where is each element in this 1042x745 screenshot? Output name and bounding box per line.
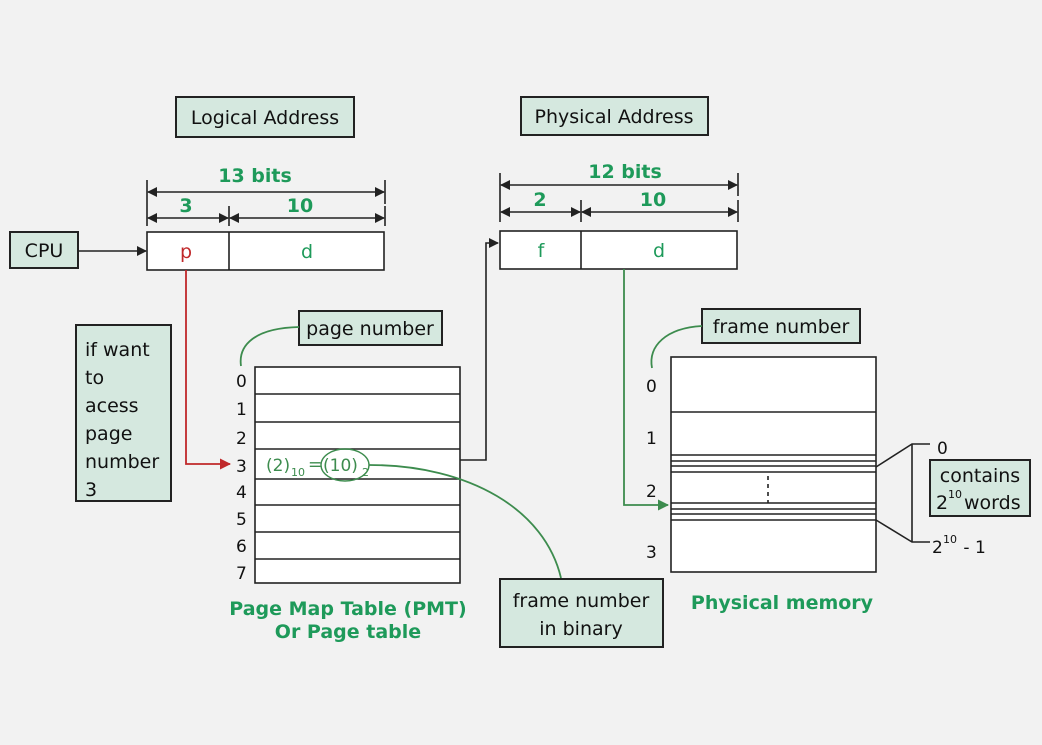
physical-f-field: f <box>538 240 546 262</box>
note-box <box>75 324 172 502</box>
range-end-exp: 10 <box>943 533 957 546</box>
page-row-number: 4 <box>236 483 247 503</box>
frame-number-callout-curve <box>650 325 703 369</box>
frame-binary-box <box>499 578 664 648</box>
range-start: 0 <box>937 439 948 459</box>
cpu-box <box>9 231 79 269</box>
binary-callout-curve <box>368 464 562 579</box>
page-table-caption-line1: Page Map Table (PMT) <box>229 598 466 620</box>
page-row-number: 0 <box>236 372 247 392</box>
logical-address-title-box <box>175 96 355 138</box>
page-row-number: 2 <box>236 429 247 449</box>
physical-d-field: d <box>653 240 665 262</box>
frame-number: 3 <box>646 543 657 563</box>
frame-number: 1 <box>646 429 657 449</box>
page-table <box>254 366 461 584</box>
page-number-callout: page number <box>306 318 434 340</box>
frame-number: 0 <box>646 377 657 397</box>
physical-memory <box>670 356 877 573</box>
frame-binary-line2: in binary <box>539 618 622 640</box>
range-bracket-top <box>875 443 930 468</box>
contains-exp: 10 <box>948 488 962 501</box>
entry-right-base: (10) <box>323 456 358 476</box>
contains-line1: contains <box>940 465 1020 487</box>
physical-f-bits: 2 <box>533 189 546 211</box>
note-line-4: page <box>85 423 132 445</box>
entry-right-sub: 2 <box>362 466 369 479</box>
logical-d-bits: 10 <box>287 195 313 217</box>
page-table-entry: (2) 10 = (10) 2 <box>266 448 370 482</box>
logical-address-register <box>146 231 385 271</box>
entry-left-sub: 10 <box>291 466 305 479</box>
logical-p-bits: 3 <box>179 195 192 217</box>
logical-address-title: Logical Address <box>191 107 339 129</box>
note-line-5: number <box>85 451 159 473</box>
page-row-number: 6 <box>236 537 247 557</box>
page-row-number: 1 <box>236 400 247 420</box>
entry-equals: = <box>308 455 322 475</box>
range-bracket-bottom <box>875 519 930 543</box>
page-row-number: 5 <box>236 510 247 530</box>
cpu-label: CPU <box>25 240 64 262</box>
logical-p-field: p <box>180 241 192 263</box>
physical-address-title-box <box>520 96 709 136</box>
physical-memory-caption: Physical memory <box>691 592 874 614</box>
frame-number: 2 <box>646 482 657 502</box>
range-end-base: 2 <box>932 538 943 558</box>
note-line-3: acess <box>85 395 139 417</box>
note-line-6: 3 <box>85 479 97 501</box>
page-row-number: 7 <box>236 564 247 584</box>
frame-binary-line1: frame number <box>513 590 650 612</box>
contains-suffix: words <box>964 492 1021 514</box>
physical-total-bits: 12 bits <box>588 161 662 183</box>
physical-address-title: Physical Address <box>535 106 694 128</box>
note-line-2: to <box>85 367 104 389</box>
logical-total-bits: 13 bits <box>218 165 292 187</box>
range-end-suffix: - 1 <box>958 538 986 558</box>
page-table-caption-line2: Or Page table <box>275 621 421 643</box>
page-table-to-frame-arrow <box>460 238 499 461</box>
physical-address-register <box>499 230 738 270</box>
frame-number-callout: frame number <box>713 316 850 338</box>
page-row-number: 3 <box>236 457 247 477</box>
page-number-callout-box <box>298 310 443 346</box>
logical-d-field: d <box>301 241 313 263</box>
contains-box <box>929 459 1031 517</box>
page-number-callout-curve <box>239 326 300 367</box>
physical-d-bits: 10 <box>640 189 666 211</box>
note-line-1: if want <box>85 339 150 361</box>
contains-base: 2 <box>936 492 948 514</box>
offset-to-frame-arrow <box>623 269 669 511</box>
entry-left-base: (2) <box>266 456 290 476</box>
page-number-red-arrow <box>185 270 231 470</box>
